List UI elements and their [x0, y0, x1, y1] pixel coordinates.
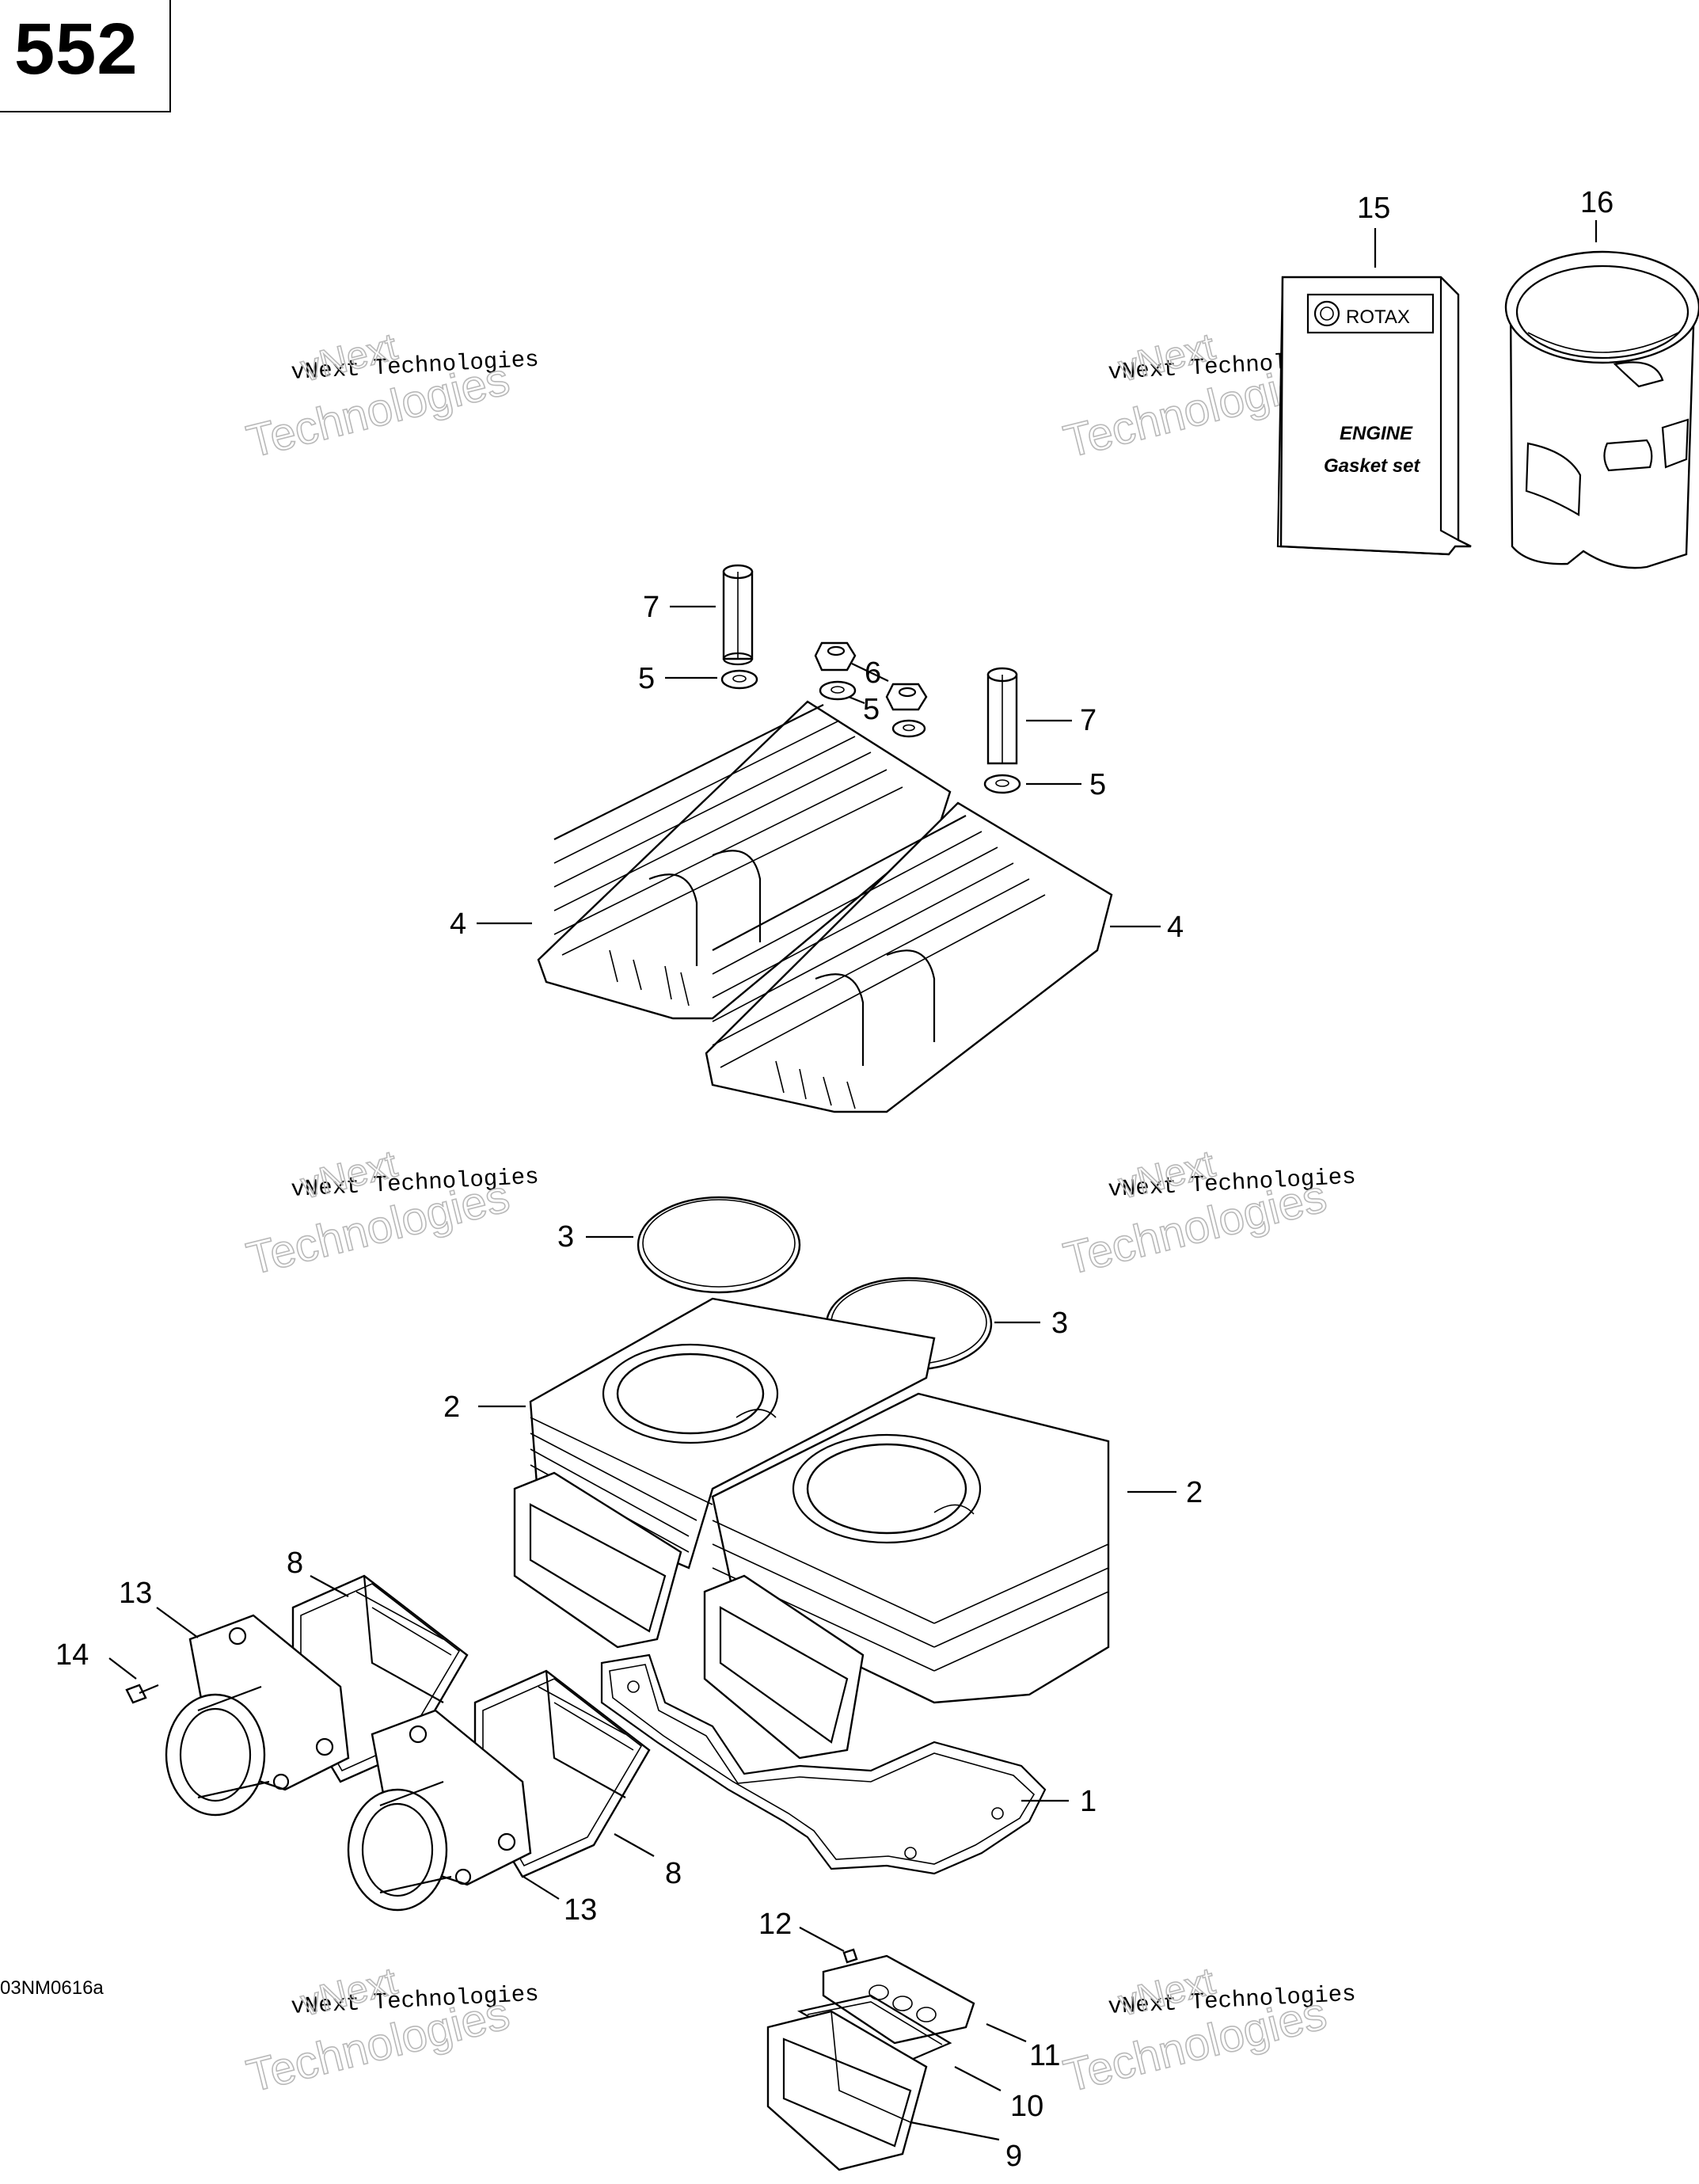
part-13-intake-manifold-lower — [347, 1709, 532, 1912]
booklet-line-engine: ENGINE — [1340, 423, 1413, 444]
leader-lines — [108, 220, 1598, 2141]
callout-12: 12 — [758, 1908, 792, 1941]
part-7-stud-right — [986, 667, 1018, 765]
callout-10: 10 — [1010, 2090, 1043, 2123]
part-6-nut-right — [885, 683, 928, 711]
callout-7: 7 — [643, 591, 659, 624]
document-code: 03NM0616a — [0, 1977, 104, 1999]
callout-11: 11 — [1029, 2039, 1060, 2072]
part-11-reed-stopper — [822, 1954, 975, 2045]
callout-2: 2 — [1186, 1476, 1203, 1509]
part-15-gasket-set-booklet: ROTAX ENGINE Gasket set — [1276, 276, 1472, 556]
callout-7: 7 — [1080, 704, 1097, 737]
page-number-box: 552 — [0, 0, 171, 112]
part-14-bolt — [125, 1684, 159, 1704]
part-9-reed-block — [766, 2010, 928, 2171]
part-3-head-o-ring-left — [637, 1196, 801, 1294]
part-4-cylinder-head-right — [705, 801, 1113, 1113]
callout-15: 15 — [1357, 192, 1390, 225]
callout-5: 5 — [1089, 768, 1106, 801]
part-5-washer-right — [983, 774, 1021, 794]
rotax-brand-text: ROTAX — [1346, 306, 1410, 328]
part-13-intake-manifold-upper — [165, 1614, 350, 1817]
callout-4: 4 — [1167, 911, 1184, 944]
callout-14: 14 — [55, 1638, 89, 1672]
callout-13: 13 — [119, 1577, 152, 1610]
part-6-nut-top — [814, 641, 857, 672]
callout-labels: 15 16 7 5 6 5 7 5 4 4 3 3 2 2 1 8 8 13 1… — [55, 186, 1613, 2173]
part-2-cylinder-left — [529, 1297, 936, 1570]
callout-1: 1 — [1080, 1785, 1097, 1818]
callout-5: 5 — [638, 662, 655, 695]
watermark-mid-right: vNext Technologies vNext Technologies — [1059, 1143, 1357, 1286]
part-7-stud-left — [722, 564, 754, 666]
part-12-screw — [842, 1948, 858, 1964]
intake-port-left — [513, 1471, 682, 1649]
callout-9: 9 — [1005, 2140, 1022, 2173]
intake-port-right — [703, 1574, 865, 1760]
part-5-washer-middle — [819, 680, 857, 701]
callout-16: 16 — [1580, 186, 1613, 219]
page-number: 552 — [14, 9, 139, 89]
callout-2: 2 — [443, 1391, 460, 1424]
part-5-washer-small — [891, 719, 926, 738]
part-5-washer-left — [720, 669, 758, 690]
part-4-cylinder-head-left — [537, 700, 952, 1020]
callout-3: 3 — [1051, 1307, 1068, 1340]
watermark-top-left: vNext Technologies vNext Technologies — [241, 325, 540, 469]
callout-6: 6 — [865, 656, 881, 690]
watermark-bottom-right: vNext Technologies vNext Technologies — [1059, 1960, 1357, 2103]
part-1-base-gasket — [600, 1653, 1047, 1875]
callout-5: 5 — [863, 693, 880, 726]
watermark-bottom-left: vNext Technologies vNext Technologies — [241, 1960, 540, 2103]
part-16-cylinder-sleeve — [1504, 250, 1699, 569]
callout-4: 4 — [450, 907, 466, 941]
watermark-mid-left: vNext Technologies vNext Technologies — [241, 1143, 540, 1286]
callout-13: 13 — [564, 1893, 597, 1927]
callout-8: 8 — [665, 1857, 682, 1890]
booklet-line-gasket-set: Gasket set — [1324, 455, 1420, 477]
callout-3: 3 — [557, 1220, 574, 1254]
callout-8: 8 — [287, 1547, 303, 1580]
